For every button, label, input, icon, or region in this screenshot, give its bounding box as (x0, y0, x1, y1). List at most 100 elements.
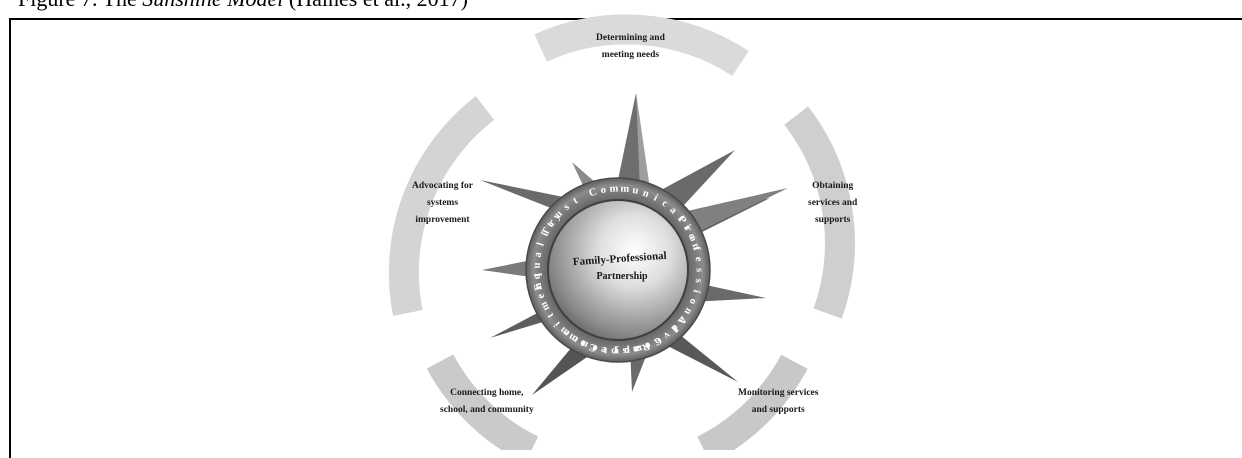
ring-word-char: a (533, 250, 545, 258)
ring-word-char: i (681, 223, 692, 231)
ring-word-char: o (578, 337, 587, 349)
ring-word-char: f (690, 246, 702, 253)
ring-word-char: t (545, 310, 556, 319)
ring-word-char: o (600, 184, 607, 196)
ring-word-char: a (667, 205, 679, 217)
ring-word-char: s (694, 268, 705, 272)
label-line: Advocating for (412, 181, 473, 191)
center-title-line2: Partnership (596, 271, 648, 282)
ring-word-char: t (571, 195, 580, 206)
ring-word-char: s (622, 345, 627, 356)
ring-word-char: i (690, 288, 701, 294)
ring-word-char: p (611, 345, 618, 356)
label-line: Connecting home, (450, 388, 524, 398)
label-line: meeting needs (601, 50, 660, 60)
ring-word-char: i (652, 193, 660, 204)
ring-word-char: c (570, 333, 580, 345)
ring-word-char: r (682, 224, 694, 234)
ring-word-char: e (600, 344, 607, 356)
ring-word-char: t (545, 220, 556, 229)
ring-word-char: c (643, 339, 652, 351)
ring-word-char: p (623, 345, 630, 357)
ring-word-char: e (591, 342, 599, 354)
ring-word-char: C (652, 334, 664, 347)
ring-word-char: e (535, 292, 547, 300)
ring-word-char: e (693, 256, 705, 262)
label-line: supports (814, 215, 851, 225)
ring-word-char: s (693, 278, 704, 284)
ring-word-char: d (669, 322, 681, 334)
ring-word-char: o (643, 339, 652, 351)
figure-caption: Figure 7. The Sunshine Model (Haines et … (18, 0, 468, 12)
ring-word-char: o (686, 232, 698, 241)
ring-word-char: l (535, 241, 546, 247)
ring-word-char: e (614, 345, 619, 356)
ring-word-char: t (532, 272, 543, 277)
caption-prefix: Figure 7. The (18, 0, 142, 11)
ring-word-char: o (687, 234, 699, 243)
ring-word-char: n (682, 306, 695, 317)
ring-word-char: m (609, 183, 619, 194)
outer-ring-arc-right (784, 106, 855, 319)
ring-word-char: t (579, 337, 587, 349)
center-sphere (549, 201, 687, 339)
label-line: and supports (751, 405, 805, 415)
center-title-line1: Family-Professional (573, 250, 668, 269)
ring-word-char: s (562, 202, 572, 213)
ring-word-char: T (540, 226, 553, 237)
ring-word-char: y (551, 210, 563, 222)
label-determining-needs: Determining and meeting needs (596, 30, 665, 64)
ring-word-char: n (580, 338, 590, 350)
label-line: systems (426, 198, 459, 208)
ring-word-char: u (631, 185, 639, 197)
label-connecting-home: Connecting home, school, and community (440, 385, 534, 419)
ring-word-char: C (588, 341, 599, 354)
ring-word-char: u (553, 209, 565, 221)
ring-word-char: l (670, 323, 680, 333)
ring-word-char: m (632, 342, 643, 355)
outer-ring (388, 14, 855, 450)
ring-word-char: c (589, 341, 597, 353)
ring-word-char: c (624, 345, 630, 356)
ring-word-char: y (613, 345, 619, 356)
ring-word-char: n (533, 282, 545, 290)
ring-word-char: r (546, 217, 558, 227)
ring-word-char: o (653, 335, 663, 347)
ring-word-char: i (540, 231, 551, 239)
ring-word-char: q (532, 273, 543, 280)
outer-ring-arc-bottom-left (426, 354, 539, 450)
caption-model-name: Sunshine Model (142, 0, 283, 11)
ring-word-char: o (687, 297, 699, 306)
ring-word-char: n (689, 242, 701, 251)
caption-suffix: (Haines et al., 2017) (283, 0, 468, 11)
ring-word-char: C (588, 187, 599, 200)
outer-ring-arc-top (534, 14, 749, 77)
ring-word-char: a (633, 343, 641, 355)
ray (636, 93, 650, 190)
label-line: Determining and (596, 33, 665, 43)
ring-word-char: R (640, 340, 651, 353)
label-obtaining-services: Obtaining services and supports (808, 178, 857, 229)
outer-ring-arc-bottom-right (697, 354, 808, 450)
label-line: Monitoring services (738, 388, 819, 398)
ring-word-char: u (531, 262, 542, 269)
ray (674, 188, 788, 236)
center-title: Family-Professional Partnership (573, 250, 668, 282)
ring-word-char: t (603, 344, 609, 355)
ring-word-char: m (620, 183, 630, 195)
label-line: improvement (415, 215, 470, 225)
ring-word-char: i (552, 319, 562, 329)
ring-word-char: t (675, 214, 686, 224)
ring-word-char: m (538, 299, 552, 312)
ring-word-char: e (561, 327, 572, 339)
outer-ring-arc-left (388, 96, 495, 316)
ring-word-char: v (661, 329, 672, 341)
label-line: school, and community (440, 405, 534, 415)
